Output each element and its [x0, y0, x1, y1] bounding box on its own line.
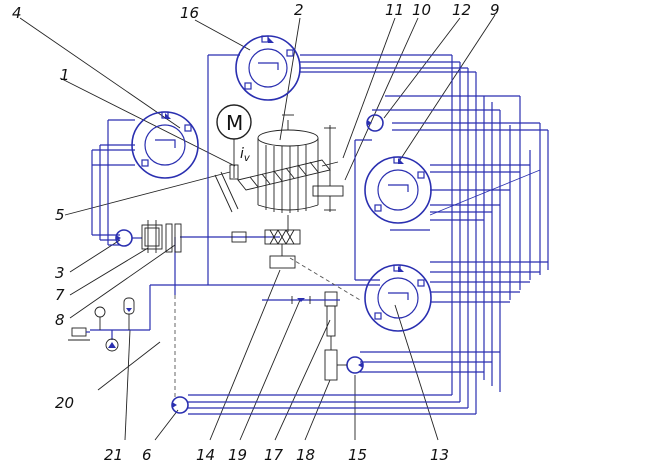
label-17: 17 [264, 446, 284, 464]
label-8: 8 [55, 311, 65, 329]
label-15: 15 [348, 446, 367, 464]
worm-drive-14 [231, 229, 301, 269]
feed-screw [289, 257, 361, 381]
hydraulic-motor-12 [366, 114, 384, 132]
gearbox-7 [141, 220, 182, 253]
label-7: 7 [55, 286, 65, 304]
label-6: 6 [142, 446, 152, 464]
motor-label: M [226, 111, 243, 135]
table-axis-19 [262, 296, 340, 304]
label-12: 12 [452, 1, 471, 19]
label-14: 14 [196, 446, 215, 464]
left-loop-lines [91, 119, 135, 246]
label-20: 20 [55, 394, 74, 412]
electric-motor: M iv [216, 104, 252, 180]
label-10: 10 [412, 1, 431, 19]
label-16: 16 [180, 4, 199, 22]
label-4: 4 [12, 4, 22, 22]
label-21: 21 [104, 446, 123, 464]
label-19: 19 [228, 446, 247, 464]
hydraulic-motor-6 [171, 295, 189, 414]
label-9: 9 [490, 1, 500, 19]
label-18: 18 [296, 446, 315, 464]
distributor-4 [131, 111, 199, 179]
pipeline-bus [188, 54, 549, 415]
sensor-10 [312, 125, 344, 212]
distributor-9 [364, 156, 432, 224]
workpiece-gear [257, 114, 319, 232]
ratio-label: iv [240, 146, 251, 164]
label-2: 2 [294, 1, 304, 19]
callout-labels: 1 2 3 4 5 6 7 8 9 10 11 12 13 14 15 16 1… [12, 1, 500, 464]
hydraulic-motor-3 [115, 229, 142, 247]
pump-station [68, 297, 150, 352]
leader-lines [19, 14, 496, 441]
label-13: 13 [430, 446, 449, 464]
hydraulic-motor-15 [337, 356, 364, 374]
label-3: 3 [55, 264, 65, 282]
label-1: 1 [60, 66, 70, 84]
label-5: 5 [55, 206, 65, 224]
distributor-13 [364, 264, 432, 332]
label-11: 11 [385, 1, 404, 19]
distributor-16 [235, 35, 301, 101]
